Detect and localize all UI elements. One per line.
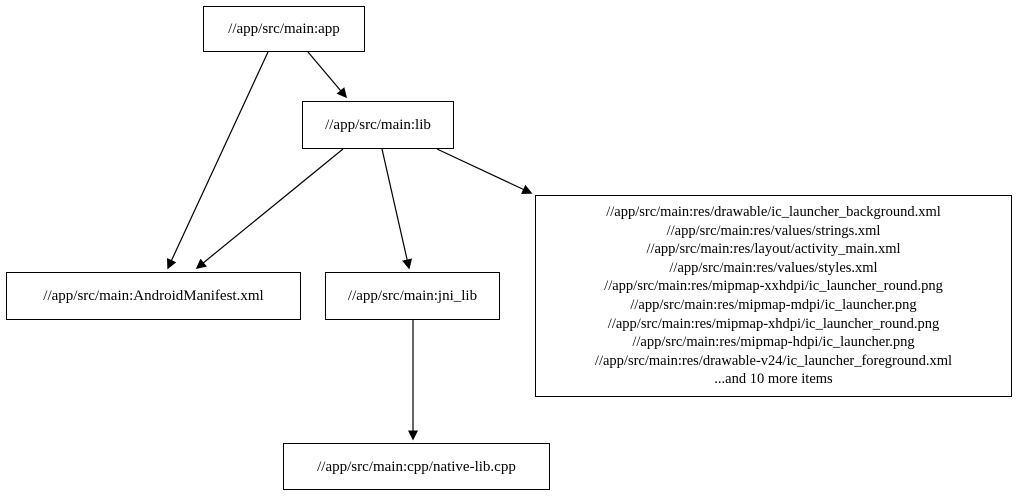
node-app: //app/src/main:app — [203, 6, 365, 52]
edge-app-to-manifest — [167, 51, 269, 270]
resource-item: //app/src/main:res/mipmap-xhdpi/ic_launc… — [607, 315, 940, 332]
edge-lib-to-jni-lib — [381, 148, 413, 270]
edge-app-to-lib — [307, 51, 347, 99]
edge-lib-to-manifest — [195, 148, 344, 269]
resource-item: //app/src/main:res/drawable-v24/ic_launc… — [594, 352, 953, 369]
resource-item: //app/src/main:res/values/strings.xml — [666, 222, 881, 239]
node-jni-lib: //app/src/main:jni_lib — [325, 272, 500, 320]
resource-item: //app/src/main:res/values/styles.xml — [669, 259, 878, 276]
resource-item: //app/src/main:res/layout/activity_main.… — [646, 241, 901, 258]
node-android-manifest: //app/src/main:AndroidManifest.xml — [6, 272, 301, 320]
resource-more-items: ...and 10 more items — [714, 371, 833, 388]
resource-item: //app/src/main:res/drawable/ic_launcher_… — [606, 204, 941, 221]
resource-item: //app/src/main:res/mipmap-mdpi/ic_launch… — [630, 297, 917, 313]
node-lib: //app/src/main:lib — [302, 101, 454, 149]
edge-lib-to-resources — [436, 148, 533, 194]
resource-item: //app/src/main:res/mipmap-xxhdpi/ic_laun… — [604, 278, 943, 295]
node-native-lib-cpp: //app/src/main:cpp/native-lib.cpp — [283, 443, 550, 490]
resource-item: //app/src/main:res/mipmap-hdpi/ic_launch… — [632, 334, 915, 351]
node-resources-list: //app/src/main:res/drawable/ic_launcher_… — [535, 195, 1012, 397]
